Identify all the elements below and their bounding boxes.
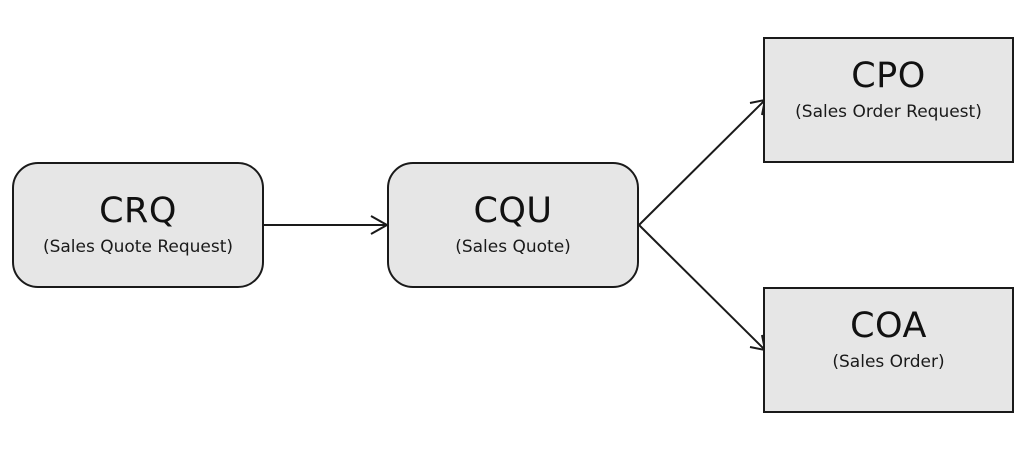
- arrow-cqu-to-coa: [638, 224, 766, 351]
- node-crq-description: (Sales Quote Request): [42, 237, 234, 257]
- arrow-cqu-to-cpo: [638, 99, 766, 226]
- node-cpo-code: CPO: [851, 56, 926, 96]
- node-cqu: CQU (Sales Quote): [387, 162, 639, 288]
- node-cqu-code: CQU: [473, 191, 553, 231]
- node-cqu-description: (Sales Quote): [455, 237, 571, 257]
- node-crq-code: CRQ: [99, 191, 177, 231]
- node-crq: CRQ (Sales Quote Request): [12, 162, 264, 288]
- node-coa-code: COA: [850, 306, 927, 346]
- node-cpo: CPO (Sales Order Request): [763, 37, 1014, 163]
- node-cpo-description: (Sales Order Request): [795, 102, 982, 122]
- node-coa: COA (Sales Order): [763, 287, 1014, 413]
- node-coa-description: (Sales Order): [832, 352, 945, 372]
